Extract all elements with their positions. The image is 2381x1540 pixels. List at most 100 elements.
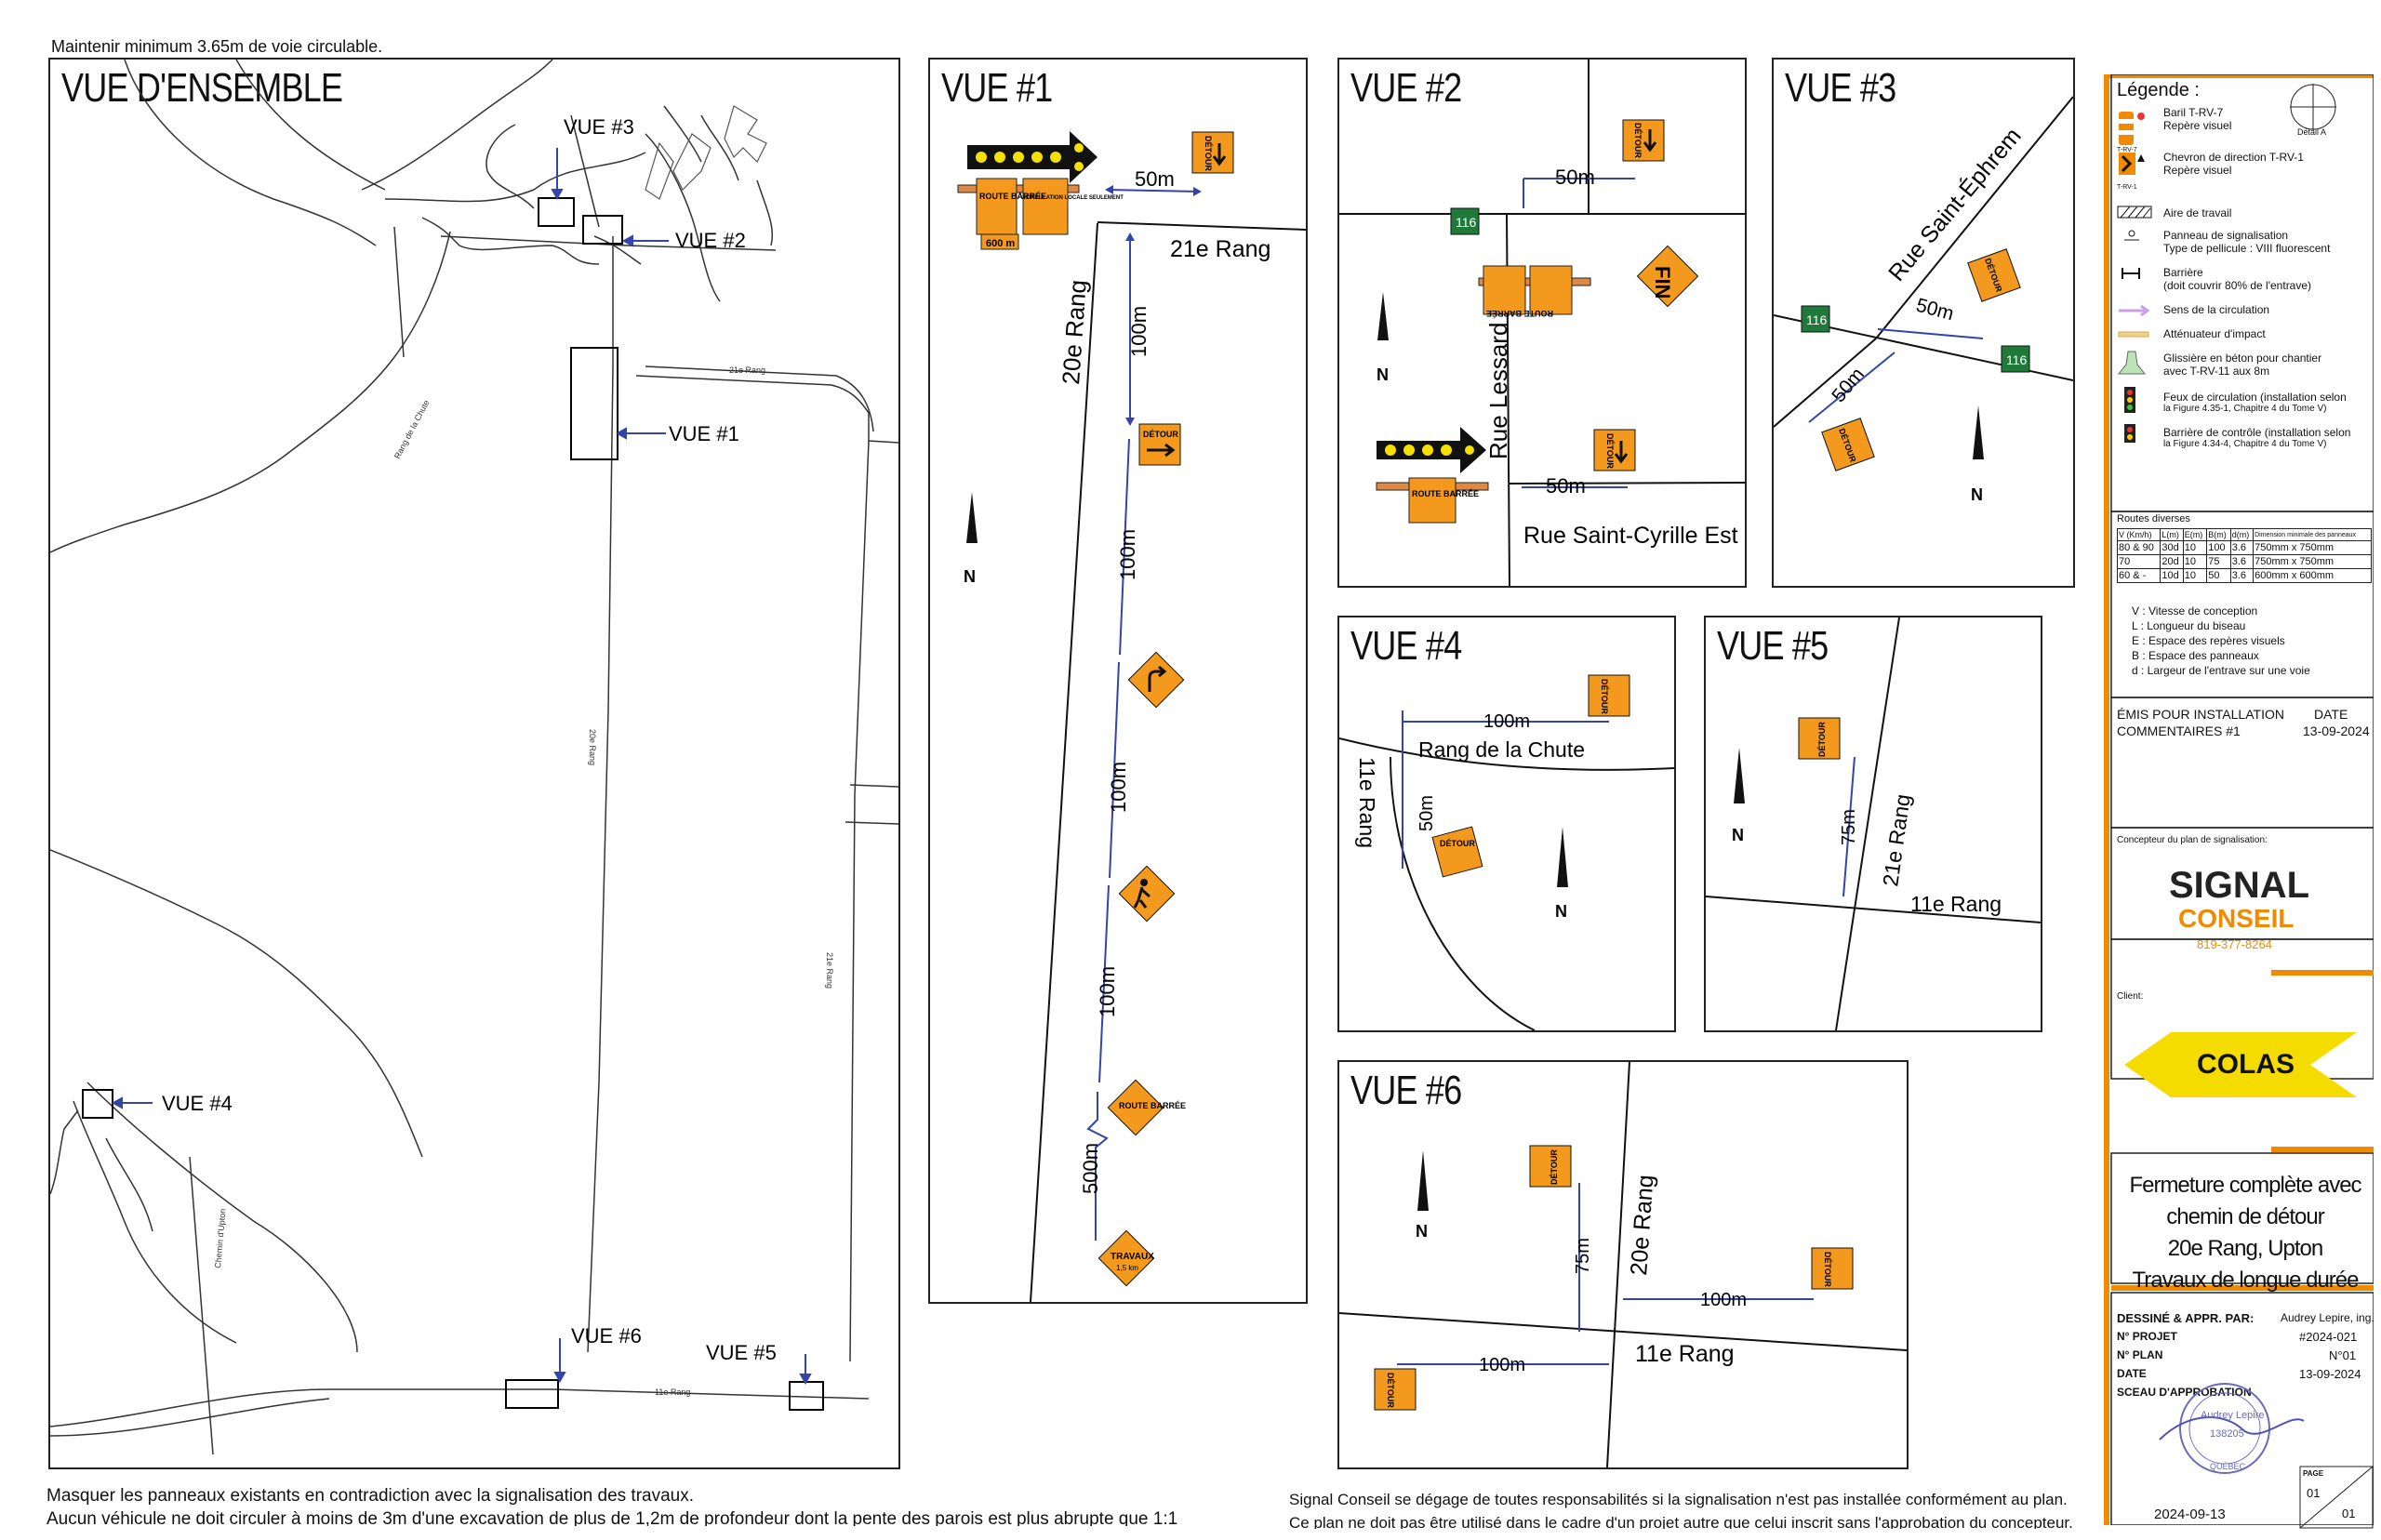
plan-title-line: Fermeture complète avec bbox=[2129, 1173, 2361, 1198]
vue4-dim: 50m bbox=[1417, 795, 1437, 831]
detail-label: Détail A bbox=[2297, 127, 2327, 137]
svg-text:N: N bbox=[1971, 485, 1983, 504]
vue2-panel: VUE #2 50m 50m Rue Lessard Rue Saint-Cyr… bbox=[1337, 58, 1747, 588]
issue-date: 13-09-2024 bbox=[2303, 724, 2370, 738]
detour-sign: DÉTOUR bbox=[1374, 1368, 1417, 1411]
vue5-road: 11e Rang bbox=[1910, 892, 2002, 916]
page-label: PAGE bbox=[2303, 1469, 2324, 1478]
routes-table: V (Km/h) L(m) E(m) B(m) d(m) Dimension m… bbox=[2116, 528, 2372, 583]
table-header: d(m) bbox=[2229, 528, 2255, 541]
vue2-dim: 50m bbox=[1555, 166, 1595, 189]
vue3-panel: VUE #3 50m 50m Rue Saint-Éphrem 116 116 … bbox=[1772, 58, 2075, 588]
detour-sign: DÉTOUR bbox=[1588, 674, 1630, 717]
seal-name: Audrey Lepire bbox=[2201, 1410, 2265, 1421]
seal-province: QUÉBEC bbox=[2210, 1462, 2246, 1471]
plan-title: Fermeture complète avec chemin de détour… bbox=[2117, 1170, 2374, 1296]
vue1-dim: 50m bbox=[1135, 167, 1175, 191]
legend-item: Glissière en béton pour chantier bbox=[2163, 352, 2322, 365]
arrow-board-icon bbox=[967, 131, 1097, 183]
legend-item: Panneau de signalisation bbox=[2163, 229, 2289, 242]
svg-text:ROUTE BARRÉE: ROUTE BARRÉE bbox=[1486, 309, 1553, 318]
plan-title-line: chemin de détour bbox=[2166, 1204, 2324, 1229]
project-label: N° PROJET bbox=[2117, 1330, 2177, 1343]
north-arrow-icon: N bbox=[1416, 1150, 1429, 1241]
chevron-icon bbox=[2119, 153, 2135, 175]
plan-title-line: 20e Rang, Upton bbox=[2167, 1236, 2323, 1261]
vue2-dim: 50m bbox=[1546, 474, 1586, 498]
work-area-icon bbox=[2117, 206, 2152, 219]
vue1-diagram: 50m 100m 100m 100m 100m 500m 21e Rang 20… bbox=[957, 131, 1306, 1302]
legend-item: Type de pellicule : VIII fluorescent bbox=[2163, 242, 2331, 255]
callout-vue3: VUE #3 bbox=[564, 115, 634, 139]
date-label: DATE bbox=[2117, 1367, 2147, 1380]
callout-vue6: VUE #6 bbox=[571, 1324, 642, 1348]
sign-text: DÉTOUR bbox=[1204, 136, 1213, 171]
legend-item: la Figure 4.34-4, Chapitre 4 du Tome V) bbox=[2163, 439, 2327, 449]
barrier-text: CIRCULATION LOCALE SEULEMENT bbox=[1025, 195, 1124, 201]
barrier-text: ROUTE BARRÉE bbox=[979, 192, 1046, 201]
svg-text:116: 116 bbox=[1456, 215, 1477, 230]
concrete-barrier-icon bbox=[2117, 351, 2147, 375]
route-shield-icon: 116 116 bbox=[1801, 305, 2030, 373]
detour-sign: DÉTOUR bbox=[1798, 717, 1841, 760]
traffic-light-icon bbox=[2124, 387, 2135, 443]
detail-a-icon bbox=[2119, 84, 2336, 175]
page-box bbox=[2299, 1466, 2374, 1529]
detour-sign: DÉTOUR bbox=[1431, 826, 1483, 878]
svg-text:N: N bbox=[1555, 902, 1567, 921]
road-label: 21e Rang bbox=[825, 952, 834, 989]
overview-title: VUE D'ENSEMBLE bbox=[61, 65, 343, 111]
plan-value: N°01 bbox=[2329, 1348, 2357, 1362]
page-num: 01 bbox=[2307, 1486, 2321, 1500]
svg-text:DÉTOUR: DÉTOUR bbox=[1550, 1149, 1559, 1185]
table-header: L(m) bbox=[2160, 528, 2184, 541]
sign-text: 1,5 km bbox=[1116, 1264, 1138, 1272]
detour-sign: DÉTOUR bbox=[1529, 1145, 1572, 1188]
vue1-dim: 100m bbox=[1116, 529, 1139, 580]
vue1-road-top: 21e Rang bbox=[1170, 236, 1270, 262]
barrier-icon bbox=[2122, 268, 2140, 279]
note-right-1: Signal Conseil se dégage de toutes respo… bbox=[1289, 1491, 2068, 1508]
seal-stamp bbox=[2159, 1383, 2305, 1474]
vue6-dim: 100m bbox=[1479, 1355, 1525, 1375]
callout-vue1: VUE #1 bbox=[669, 422, 739, 445]
vue1-title: VUE #1 bbox=[941, 65, 1053, 111]
vue5-road: 21e Rang bbox=[1878, 792, 1915, 887]
note-right-2: Ce plan ne doit pas être utilisé dans le… bbox=[1289, 1514, 2073, 1529]
barrier-icon: ROUTE BARRÉE bbox=[1478, 265, 1591, 318]
plan-label: N° PLAN bbox=[2117, 1348, 2163, 1361]
road-label: 20e Rang bbox=[588, 729, 597, 765]
vue4-panel: VUE #4 100m 50m Rang de la Chute 11e Ran… bbox=[1337, 616, 1676, 1032]
vue3-title: VUE #3 bbox=[1785, 65, 1896, 111]
sign-text: TRAVAUX bbox=[1111, 1252, 1154, 1262]
detour-sign: DÉTOUR bbox=[1138, 423, 1181, 466]
vue2-road: Rue Saint-Cyrille Est bbox=[1523, 523, 1738, 549]
callout-vue5: VUE #5 bbox=[706, 1341, 777, 1364]
svg-text:DÉTOUR: DÉTOUR bbox=[1823, 1252, 1832, 1287]
legend-item: Feux de circulation (installation selon bbox=[2163, 391, 2347, 404]
vue2-title: VUE #2 bbox=[1350, 65, 1462, 111]
vue1-dim: 100m bbox=[1107, 762, 1130, 813]
vue3-dim: 50m bbox=[1828, 364, 1869, 406]
table-header: B(m) bbox=[2206, 528, 2231, 541]
legend-item: Sens de la circulation bbox=[2163, 303, 2270, 316]
vue3-diagram: 50m 50m Rue Saint-Éphrem 116 116 DÉTOUR … bbox=[1774, 96, 2073, 504]
seal-label: SCEAU D'APPROBATION bbox=[2117, 1386, 2252, 1399]
table-header: Dimension minimale des panneaux bbox=[2253, 528, 2372, 541]
project-value: #2024-021 bbox=[2299, 1330, 2358, 1344]
callout-vue4: VUE #4 bbox=[162, 1092, 233, 1115]
svg-text:116: 116 bbox=[1806, 312, 1828, 327]
arrow-board-icon: ROUTE BARRÉE bbox=[1376, 427, 1489, 524]
attenuator-icon bbox=[2118, 331, 2149, 338]
route-shield-icon: 116 bbox=[1450, 207, 1480, 235]
icon-label: T-RV-7 bbox=[2117, 147, 2137, 153]
designer-label: Concepteur du plan de signalisation: bbox=[2117, 835, 2268, 845]
svg-text:N: N bbox=[1377, 365, 1389, 384]
table-header: V (Km/h) bbox=[2116, 528, 2162, 541]
road-label: Rang de la Chute bbox=[392, 398, 432, 460]
svg-text:N: N bbox=[964, 567, 976, 586]
vue4-title: VUE #4 bbox=[1350, 623, 1462, 669]
